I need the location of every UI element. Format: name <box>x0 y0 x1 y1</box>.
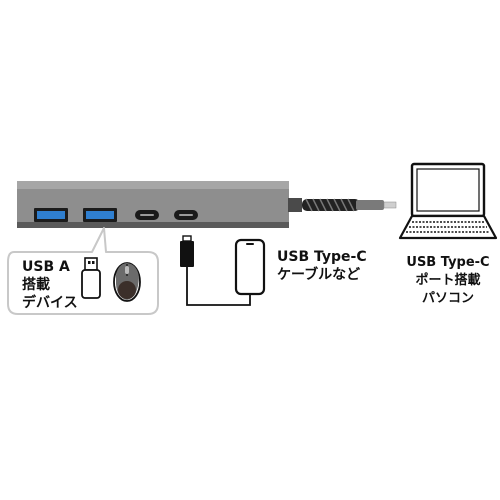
usb-a-port-1 <box>34 208 68 222</box>
pc-label-line3: パソコン <box>421 291 474 306</box>
pc-label-line1: USB Type-C <box>406 255 490 270</box>
type-c-pc-label: USB Type-C ポート搭載 パソコン <box>402 254 494 308</box>
smartphone-icon <box>234 238 266 296</box>
mouse-icon <box>113 262 141 302</box>
usb-a-label-line2: 搭載 <box>22 277 50 293</box>
usb-stick-icon <box>81 257 101 299</box>
hub-cable <box>302 198 397 212</box>
usb-c-port-2 <box>174 210 198 220</box>
type-c-cable-icon <box>180 235 251 306</box>
usb-a-device-label: USB A 搭載 デバイス <box>22 258 78 312</box>
usb-c-port-1 <box>135 210 159 220</box>
usb-a-label-line3: デバイス <box>22 295 78 311</box>
pc-label-line2: ポート搭載 <box>415 273 481 288</box>
cable-label-line2: ケーブルなど <box>277 267 361 283</box>
usb-a-label-line1: USB A <box>22 259 70 275</box>
cable-label-line1: USB Type-C <box>277 249 367 265</box>
laptop-icon <box>398 162 498 240</box>
type-c-cable-label: USB Type-C ケーブルなど <box>277 248 367 284</box>
usb-a-port-2 <box>83 208 117 222</box>
